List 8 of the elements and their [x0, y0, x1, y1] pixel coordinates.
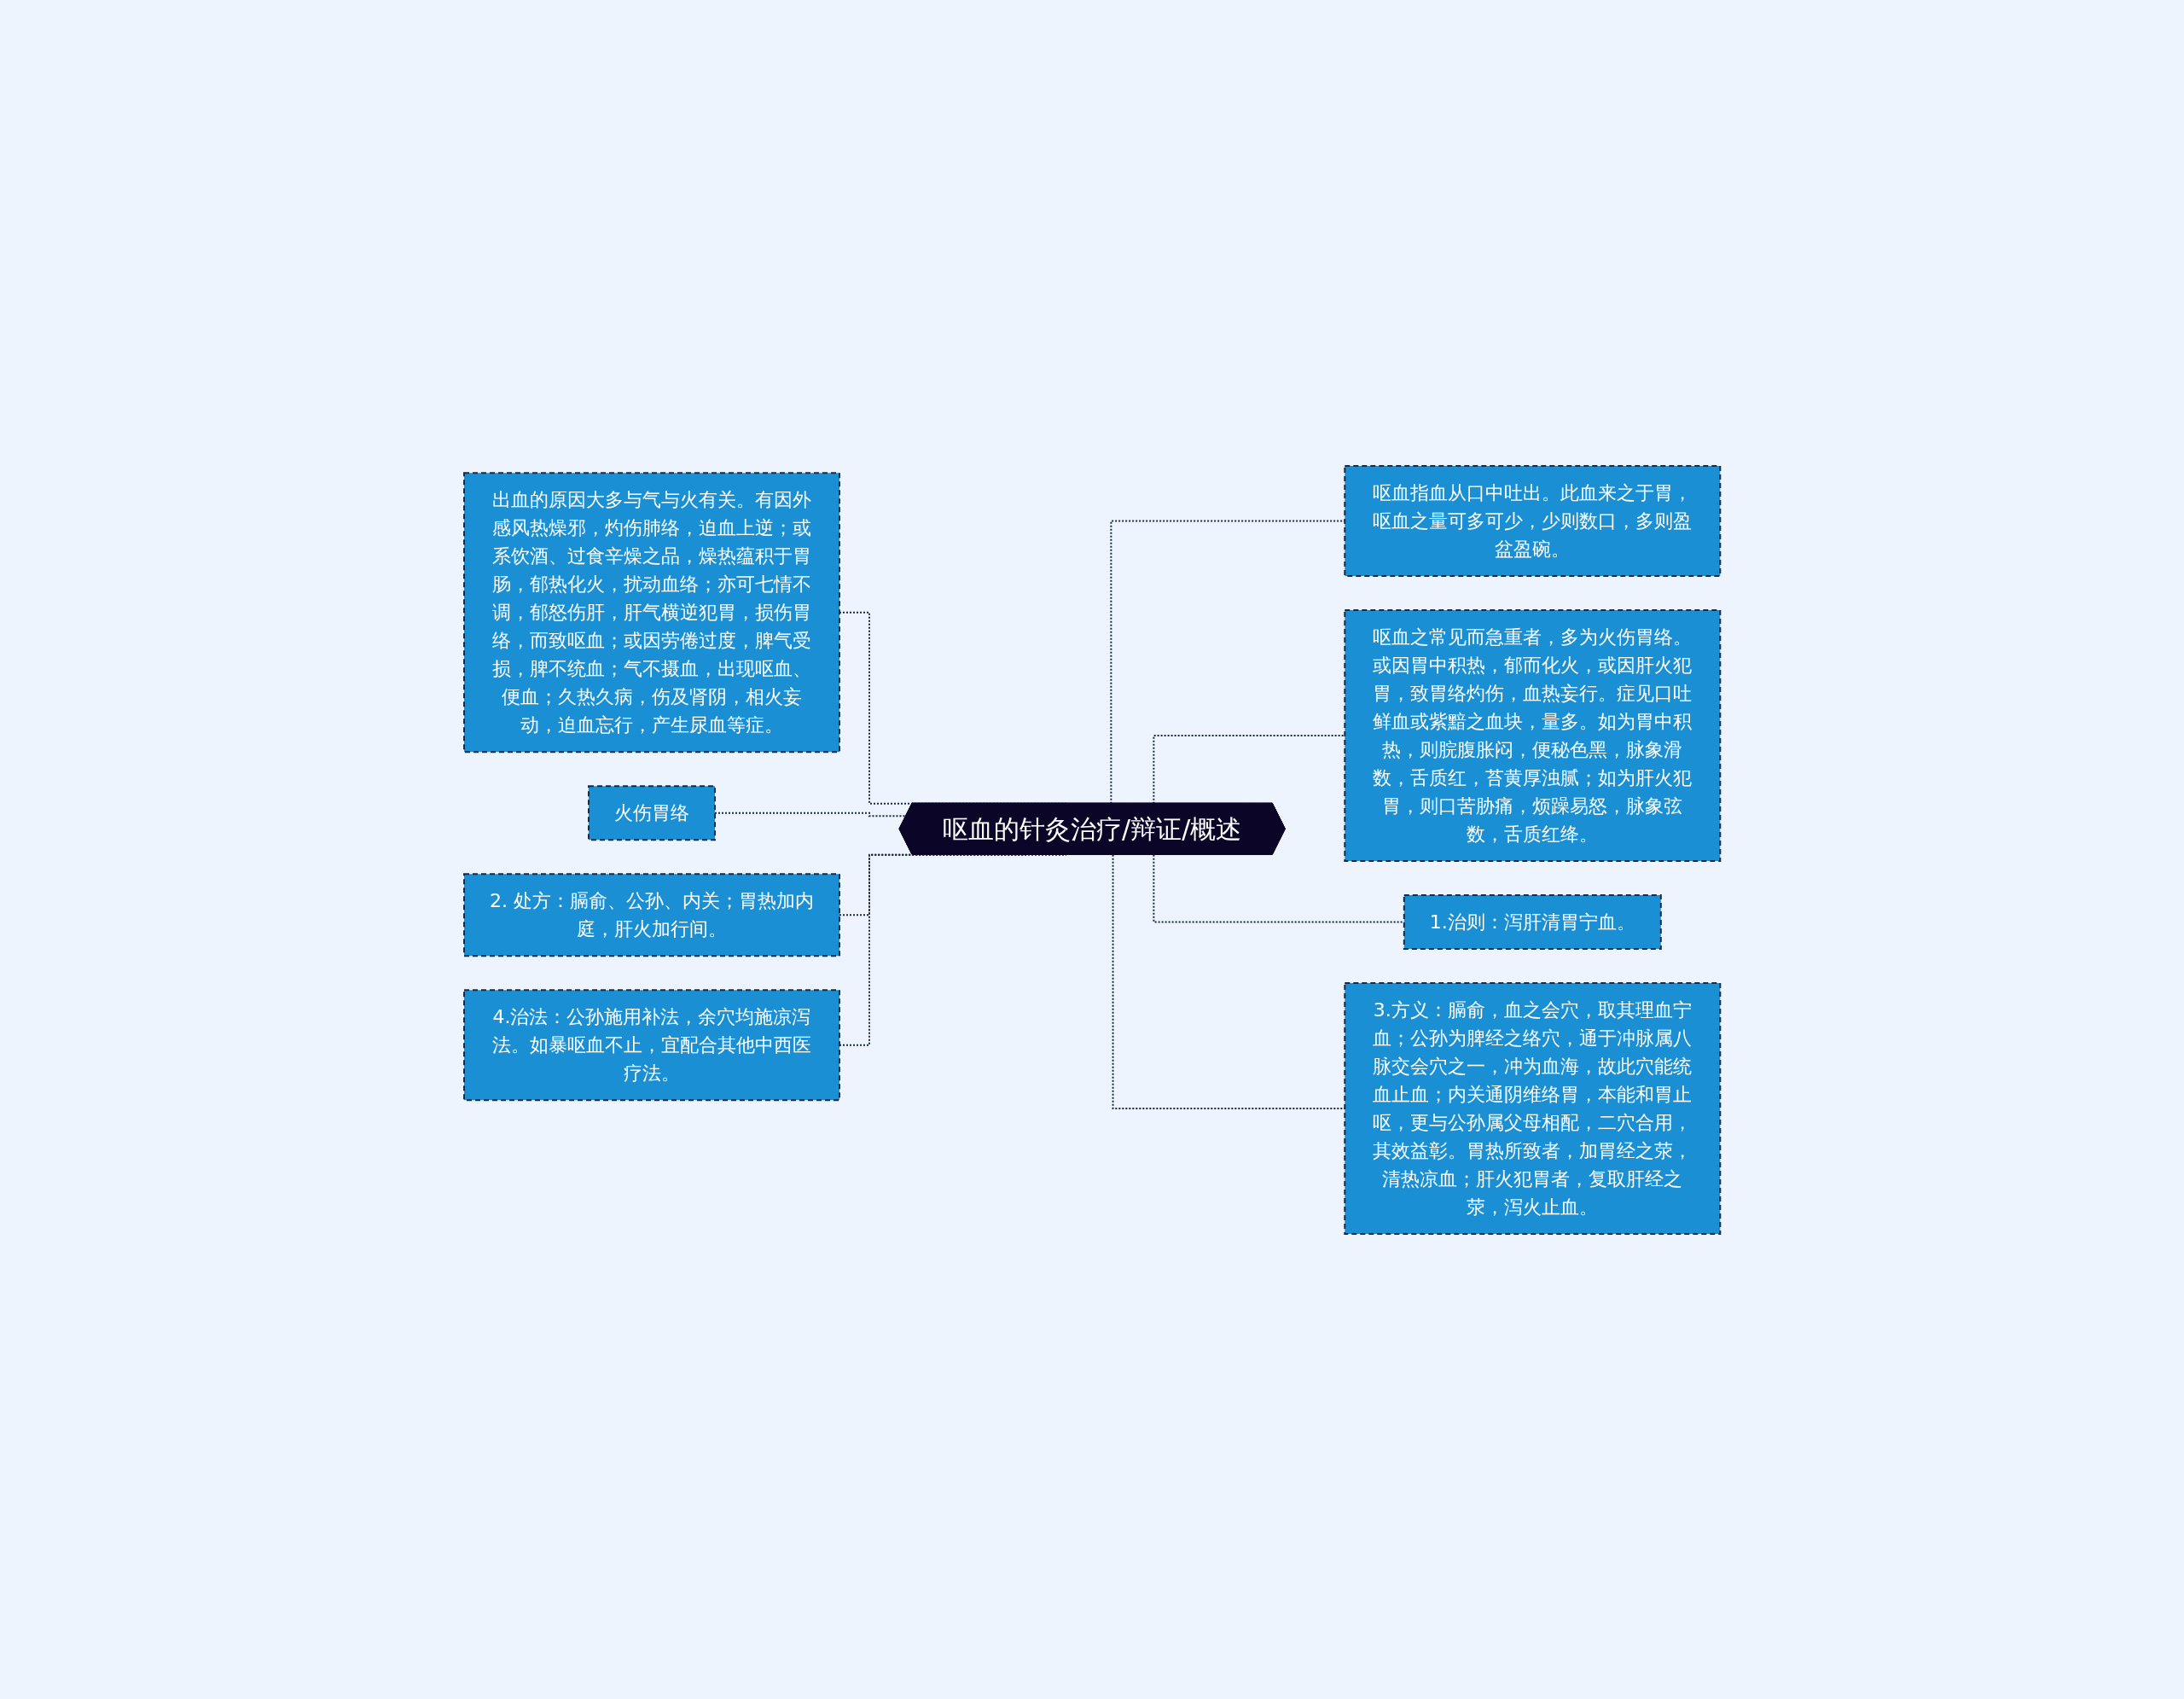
node-box: 火伤胃络 [587, 784, 716, 841]
node-box: 4.治法：公孙施用补法，余穴均施凉泻法。如暴呕血不止，宜配合其他中西医疗法。 [462, 988, 840, 1101]
node-box: 出血的原因大多与气与火有关。有因外感风热燥邪，灼伤肺络，迫血上逆；或系饮酒、过食辛燥之品，燥热蕴积于胃肠，郁热化火，扰动血络；亦可七情不调，郁怒伤肝，肝气横逆犯胃，损伤胃络，而致呕血；或因劳倦过度，脾气受损，脾不统血；气不摄血，出现呕血、便血；久热久病，伤及肾阴，相火妄动，迫血忘行，产生尿血等症。 [462, 471, 840, 753]
node-box: 呕血指血从口中吐出。此血来之于胃，呕血之量可多可少，少则数口，多则盈盆盈碗。 [1344, 464, 1722, 577]
node-box: 3.方义：膈俞，血之会穴，取其理血宁血；公孙为脾经之络穴，通于冲脉属八脉交会穴之一，冲为血海，故此穴能统血止血；内关通阴维络胃，本能和胃止呕，更与公孙属父母相配，二穴合用，其效益彰。胃热所致者，加胃经之荥，清热凉血；肝火犯胃者，复取肝经之荥，泻火止血。 [1344, 981, 1722, 1235]
node-box: 1.治则：泻肝清胃宁血。 [1403, 893, 1662, 950]
node-box: 2. 处方：膈俞、公孙、内关；胃热加内庭，肝火加行间。 [462, 872, 840, 957]
node-box: 呕血之常见而急重者，多为火伤胃络。或因胃中积热，郁而化火，或因肝火犯胃，致胃络灼伤，血热妄行。症见口吐鲜血或紫黯之血块，量多。如为胃中积热，则脘腹胀闷，便秘色黑，脉象滑数，舌质红，苔黄厚浊腻；如为肝火犯胃，则口苦胁痛，烦躁易怒，脉象弦数，舌质红绛。 [1344, 608, 1722, 862]
